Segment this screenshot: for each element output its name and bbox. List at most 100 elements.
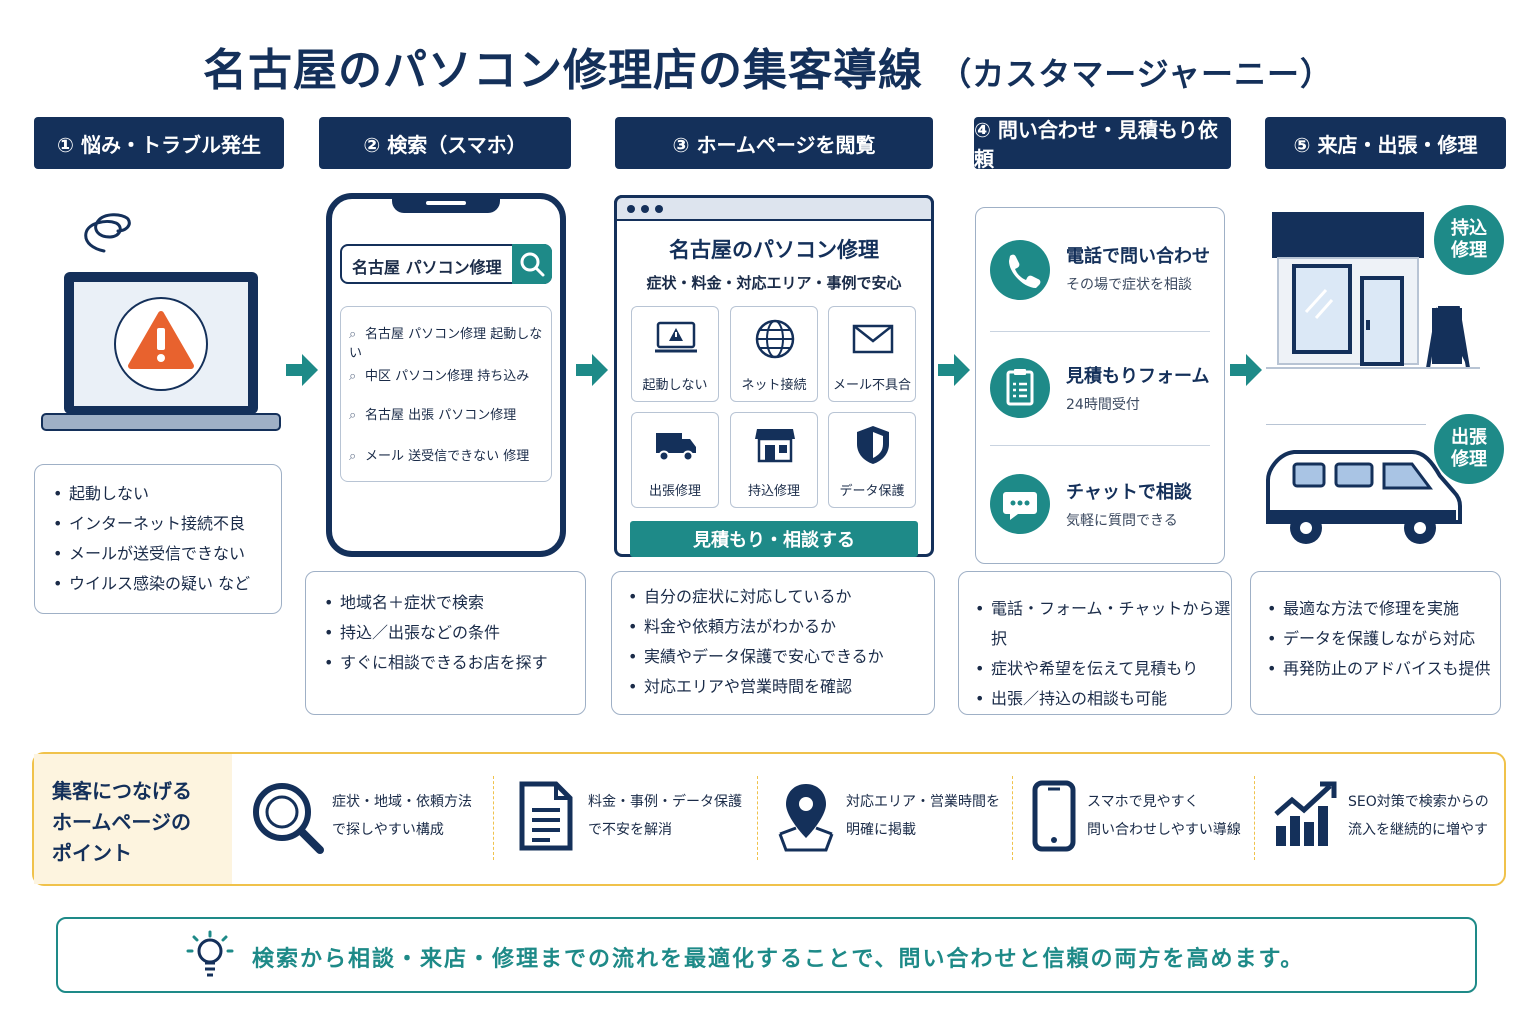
smartphone-icon [1032, 780, 1076, 852]
step2-bullets-box: 地域名＋症状で検索 持込／出張などの条件 すぐに相談できるお店を探す [305, 571, 586, 715]
estimate-consult-button[interactable]: 見積もり・相談する [630, 521, 918, 557]
laptop-warning-icon [41, 272, 281, 431]
step-header-2: ② 検索（スマホ） [319, 117, 571, 169]
badge-onsite: 出張 修理 [1434, 414, 1504, 484]
suggestion-label: 中区 パソコン修理 持ち込み [365, 369, 530, 384]
step4-bullets-box: 電話・フォーム・チャットから選択 症状や希望を伝えて見積もり 出張／持込の相談も… [958, 571, 1232, 715]
list-item: 料金や依頼方法がわかるか [626, 612, 884, 642]
tile-boot-failure[interactable]: 起動しない [631, 306, 719, 402]
search-suggestions: ⌕名古屋 パソコン修理 起動しない ⌕中区 パソコン修理 持ち込み ⌕名古屋 出… [340, 306, 552, 482]
contact-phone-sub: その場で症状を相談 [1066, 277, 1192, 293]
list-item: インターネット接続不良 [51, 509, 250, 539]
storefront-icon [755, 429, 795, 463]
list-item: 最適な方法で修理を実施 [1265, 594, 1491, 624]
point-item: SEO対策で検索からの 流入を継続的に増やす [1348, 794, 1489, 838]
tile-label: 起動しない [642, 378, 708, 393]
suggestion-label: 名古屋 出張 パソコン修理 [365, 408, 517, 423]
truck-icon [656, 433, 696, 462]
step-header-3: ③ ホームページを閲覧 [615, 117, 933, 169]
step3-bullets-box: 自分の症状に対応しているか 料金や依頼方法がわかるか 実績やデータ保護で安心でき… [611, 571, 935, 715]
contact-options-panel [975, 207, 1225, 564]
suggestion-item[interactable]: ⌕メール 送受信できない 修理 [349, 445, 529, 464]
map-pin-icon [778, 784, 834, 852]
contact-phone-title: 電話で問い合わせ [1066, 246, 1210, 267]
list-item: 対応エリアや営業時間を確認 [626, 672, 884, 702]
divider [1012, 776, 1013, 860]
tile-label: ネット接続 [741, 378, 807, 393]
points-heading-box: 集客につなげる ホームページの ポイント [34, 754, 232, 884]
tile-onsite[interactable]: 出張修理 [631, 412, 719, 508]
contact-phone[interactable] [990, 240, 1050, 300]
list-item: すぐに相談できるお店を探す [322, 648, 548, 678]
list-item: 起動しない [51, 479, 250, 509]
search-button[interactable] [512, 244, 552, 284]
chat-bubble-icon [1003, 492, 1037, 520]
tile-network[interactable]: ネット接続 [730, 306, 818, 402]
confused-scribble-icon [84, 213, 131, 253]
tile-mail[interactable]: メール不具合 [828, 306, 916, 402]
list-item: 電話・フォーム・チャットから選択 [973, 594, 1231, 654]
contact-chat-title: チャットで相談 [1066, 482, 1192, 503]
lightbulb-icon [186, 930, 234, 977]
page-title: 名古屋のパソコン修理店の集客導線 （カスタマージャーニー） [0, 34, 1536, 98]
title-sub: （カスタマージャーニー） [939, 55, 1334, 93]
contact-form[interactable] [990, 358, 1050, 418]
list-item: メールが送受信できない [51, 539, 250, 569]
search-input[interactable]: 名古屋 パソコン修理 [340, 244, 552, 284]
list-item: 実績やデータ保護で安心できるか [626, 642, 884, 672]
step5-bullets-box: 最適な方法で修理を実施 データを保護しながら対応 再発防止のアドバイスも提供 [1250, 571, 1501, 715]
growth-chart-icon [1274, 781, 1337, 846]
divider [1254, 776, 1255, 860]
search-icon [520, 252, 545, 277]
divider [990, 445, 1210, 446]
summary-banner: 検索から相談・来店・修理までの流れを最適化することで、問い合わせと信頼の両方を高… [56, 917, 1477, 993]
suggestion-item[interactable]: ⌕名古屋 パソコン修理 起動しない [349, 323, 551, 361]
list-item: 出張／持込の相談も可能 [973, 684, 1231, 714]
badge-carry-in: 持込 修理 [1434, 205, 1504, 275]
window-dot-icon [641, 205, 649, 213]
envelope-icon [852, 324, 894, 354]
search-icon [253, 783, 324, 854]
list-item: 症状や希望を伝えて見積もり [973, 654, 1231, 684]
point-item: 症状・地域・依頼方法 で探しやすい構成 [332, 794, 472, 838]
step1-bullets-box: 起動しない インターネット接続不良 メールが送受信できない ウイルス感染の疑い … [34, 464, 282, 614]
point-item: 対応エリア・営業時間を 明確に掲載 [846, 794, 1000, 838]
document-icon [519, 781, 573, 851]
phone-speaker [426, 201, 466, 205]
globe-icon [755, 319, 795, 359]
suggestion-label: 名古屋 パソコン修理 起動しない [349, 327, 543, 361]
list-item: 自分の症状に対応しているか [626, 582, 884, 612]
search-icon: ⌕ [349, 327, 357, 342]
tile-carry-in[interactable]: 持込修理 [730, 412, 818, 508]
tile-label: 持込修理 [747, 484, 800, 499]
arrow-right-icon [286, 354, 318, 386]
repair-shop-icon [1266, 212, 1480, 369]
point-item: 料金・事例・データ保護 で不安を解消 [588, 794, 742, 838]
divider [757, 776, 758, 860]
search-query: 名古屋 パソコン修理 [352, 258, 502, 277]
contact-form-sub: 24時間受付 [1066, 397, 1140, 413]
clipboard-icon [1006, 369, 1034, 406]
tile-label: 出張修理 [648, 484, 701, 499]
search-icon: ⌕ [349, 449, 357, 464]
website-subtitle: 症状・料金・対応エリア・事例で安心 [646, 274, 902, 292]
service-van-icon [1266, 424, 1462, 544]
step-header-1: ① 悩み・トラブル発生 [34, 117, 284, 169]
step-header-4: ④ 問い合わせ・見積もり依頼 [974, 117, 1231, 171]
point-item: スマホで見やすく 問い合わせしやすい導線 [1087, 794, 1241, 838]
tile-data-protection[interactable]: データ保護 [828, 412, 916, 508]
contact-chat[interactable] [990, 474, 1050, 534]
divider [493, 776, 494, 860]
tile-label: メール不具合 [832, 378, 911, 393]
list-item: ウイルス感染の疑い など [51, 569, 250, 599]
summary-text: 検索から相談・来店・修理までの流れを最適化することで、問い合わせと信頼の両方を高… [252, 947, 1305, 972]
list-item: 再発防止のアドバイスも提供 [1265, 654, 1491, 684]
list-item: データを保護しながら対応 [1265, 624, 1491, 654]
title-main: 名古屋のパソコン修理店の集客導線 [202, 45, 923, 96]
homepage-points-panel [32, 752, 1506, 886]
suggestion-item[interactable]: ⌕名古屋 出張 パソコン修理 [349, 404, 516, 423]
points-heading: 集客につなげる ホームページの ポイント [52, 779, 192, 865]
arrow-right-icon [1230, 354, 1262, 386]
list-item: 持込／出張などの条件 [322, 618, 548, 648]
suggestion-item[interactable]: ⌕中区 パソコン修理 持ち込み [349, 365, 529, 384]
